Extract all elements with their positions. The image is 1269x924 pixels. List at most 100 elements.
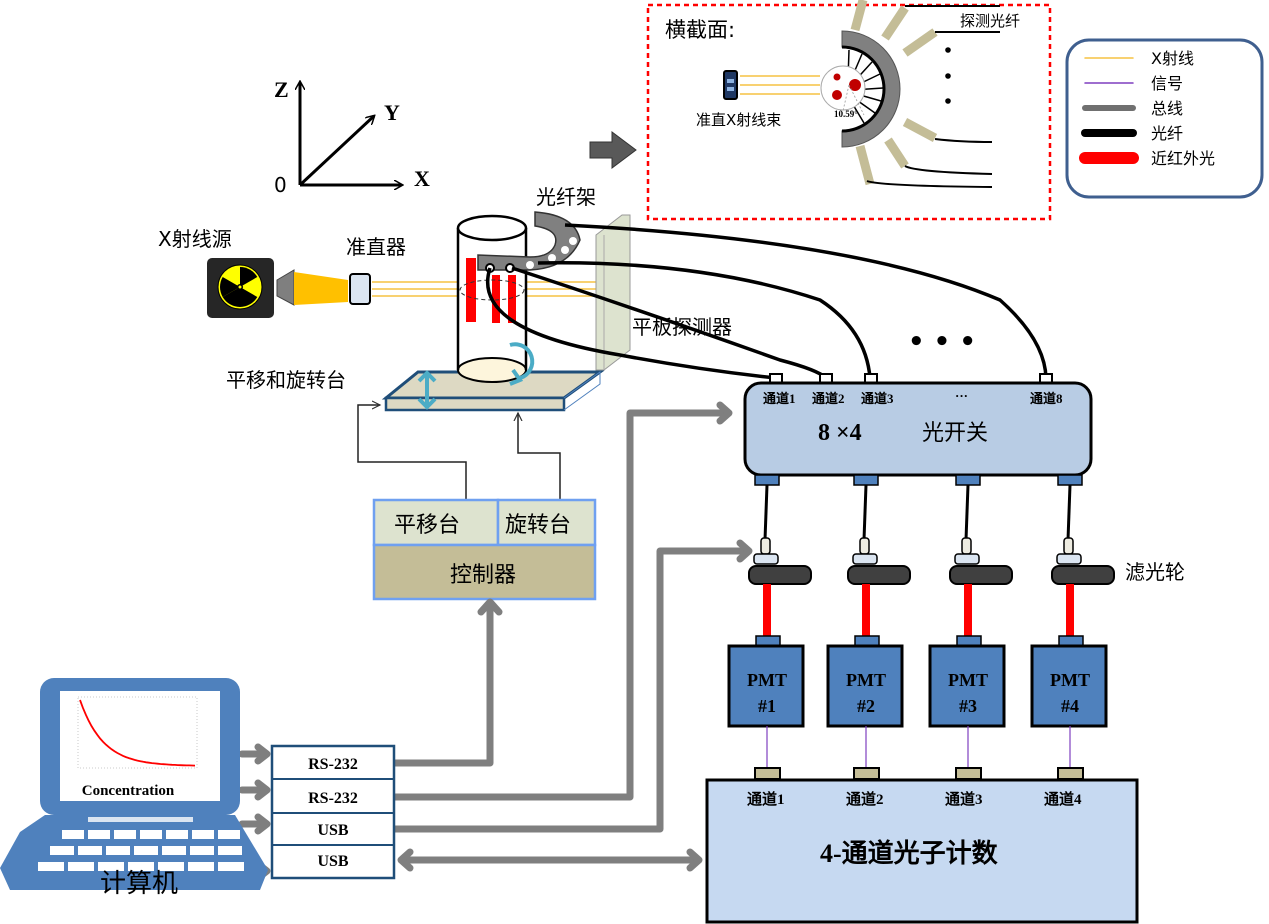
switch-title-text: 光开关 <box>922 421 988 446</box>
pmt-box <box>727 644 805 728</box>
fiber-holder: 光纤架 <box>477 185 596 273</box>
legend-item: 光纤 <box>1081 124 1183 143</box>
keyboard-key <box>140 830 162 839</box>
pmt-box <box>1030 644 1108 728</box>
axis-y-label: Y <box>384 100 400 125</box>
filter-wheel-icon <box>748 565 812 585</box>
keyboard-key <box>134 846 158 855</box>
fiber-label: 探测光纤 <box>960 12 1020 30</box>
sample-cylinder <box>456 214 535 386</box>
legend-item: 总线 <box>1082 99 1183 118</box>
filter-wheel-icon <box>949 565 1013 585</box>
computer: Concentration 计算机 <box>0 678 268 899</box>
port-rs232-1: RS-232 <box>308 756 358 773</box>
photon-counter: 通道1 通道2 通道3 通道4 4-通道光子计数 <box>705 778 1139 924</box>
keyboard-key <box>190 846 214 855</box>
keyboard-key <box>218 862 244 871</box>
pmt-number: #3 <box>959 696 977 716</box>
port-rs232-2: RS-232 <box>308 790 358 807</box>
fiber-bundle <box>485 223 1048 380</box>
pmt-number: #4 <box>1061 696 1079 716</box>
stage: 平移和旋转台 <box>226 368 605 412</box>
screen-caption: Concentration <box>82 783 175 799</box>
switch-title-num: 8 ×4 <box>818 420 862 446</box>
filter-wheel-label: 滤光轮 <box>1125 560 1185 584</box>
keyboard-key <box>188 862 214 871</box>
translation-stage-label: 平移台 <box>394 513 460 538</box>
channel-2: PMT#2 <box>826 484 911 780</box>
rotation-stage-label: 旋转台 <box>505 513 571 538</box>
pmt-box <box>928 644 1006 728</box>
axis-x-label: X <box>414 166 430 191</box>
angle-label: 10.59° <box>834 109 858 119</box>
port-usb-2: USB <box>317 853 348 870</box>
screen-chart: Concentration <box>77 696 198 799</box>
legend-item: 近红外光 <box>1079 149 1215 168</box>
cross-section-inset: 横截面: 准直X射线束 <box>646 0 1052 221</box>
xray-source: X射线源 <box>158 227 348 318</box>
port-box: RS-232 RS-232 USB USB <box>270 744 396 880</box>
legend-label: 光纤 <box>1151 124 1183 143</box>
collimator-mini-icon <box>723 70 738 100</box>
channel-3: PMT #3 <box>928 484 1013 780</box>
rotate-arrow-icon <box>509 342 535 380</box>
keyboard-key <box>78 846 102 855</box>
keyboard-key <box>68 862 94 871</box>
keyboard-key <box>38 862 64 871</box>
counter-title: 4-通道光子计数 <box>820 838 999 868</box>
pmt-number: #1 <box>758 696 776 716</box>
keyboard-key <box>162 846 186 855</box>
pmt-label: PMT <box>1050 670 1090 690</box>
keyboard-key <box>62 830 84 839</box>
port-usb-1: USB <box>317 822 348 839</box>
switch-channel-ellipsis: ··· <box>955 388 968 403</box>
flat-panel-detector: 平板探测器 <box>595 214 732 371</box>
filter-wheel-icon <box>847 565 911 585</box>
channel-4: PMT #4 <box>1030 484 1115 780</box>
controller-label: 控制器 <box>450 563 516 588</box>
counter-channel-1: 通道1 <box>747 790 785 808</box>
collimator: 准直器 <box>346 235 596 305</box>
cross-section-title: 横截面: <box>665 18 735 42</box>
beam-label: 准直X射线束 <box>696 111 781 129</box>
controller: 平移台 旋转台 控制器 <box>357 405 597 601</box>
keyboard-key <box>128 862 154 871</box>
computer-label: 计算机 <box>100 869 178 899</box>
legend-label: 信号 <box>1151 74 1183 93</box>
counter-channel-2: 通道2 <box>846 790 884 808</box>
legend-label: X射线 <box>1151 49 1194 68</box>
coordinate-axes: Z Y X 0 <box>274 77 430 197</box>
keyboard-key <box>114 830 136 839</box>
radiation-icon <box>220 267 258 307</box>
counter-channel-3: 通道3 <box>945 790 983 808</box>
collimator-label: 准直器 <box>346 235 406 259</box>
keyboard-key <box>88 830 110 839</box>
keyboard-key <box>158 862 184 871</box>
pmt-label: PMT <box>747 670 787 690</box>
switch-channel-2: 通道2 <box>812 391 845 406</box>
counter-channel-4: 通道4 <box>1044 790 1082 808</box>
switch-channel-1: 通道1 <box>763 391 796 406</box>
pmt-label: PMT <box>846 670 886 690</box>
axis-origin-label: 0 <box>274 173 287 197</box>
pmt-label: PMT <box>948 670 988 690</box>
channel-1: PMT #1 <box>727 484 812 780</box>
keyboard-key <box>192 830 214 839</box>
legend-item: 信号 <box>1084 74 1183 93</box>
keyboard-key <box>50 846 74 855</box>
translate-arrow-icon <box>417 370 437 410</box>
legend-label: 总线 <box>1151 99 1183 118</box>
keyboard-key <box>166 830 188 839</box>
xray-source-label: X射线源 <box>158 227 232 251</box>
keyboard-key <box>98 862 124 871</box>
filter-wheel-icon <box>1051 565 1115 585</box>
stage-label: 平移和旋转台 <box>226 368 346 392</box>
keyboard-key <box>218 846 242 855</box>
fiber-ellipsis: • • • <box>908 327 976 357</box>
optical-switch: 通道1 通道2 通道3 ··· 通道8 8 ×4 光开关 <box>743 373 1093 486</box>
switch-channel-8: 通道8 <box>1030 391 1063 406</box>
fiber-holder-label: 光纤架 <box>536 185 596 209</box>
